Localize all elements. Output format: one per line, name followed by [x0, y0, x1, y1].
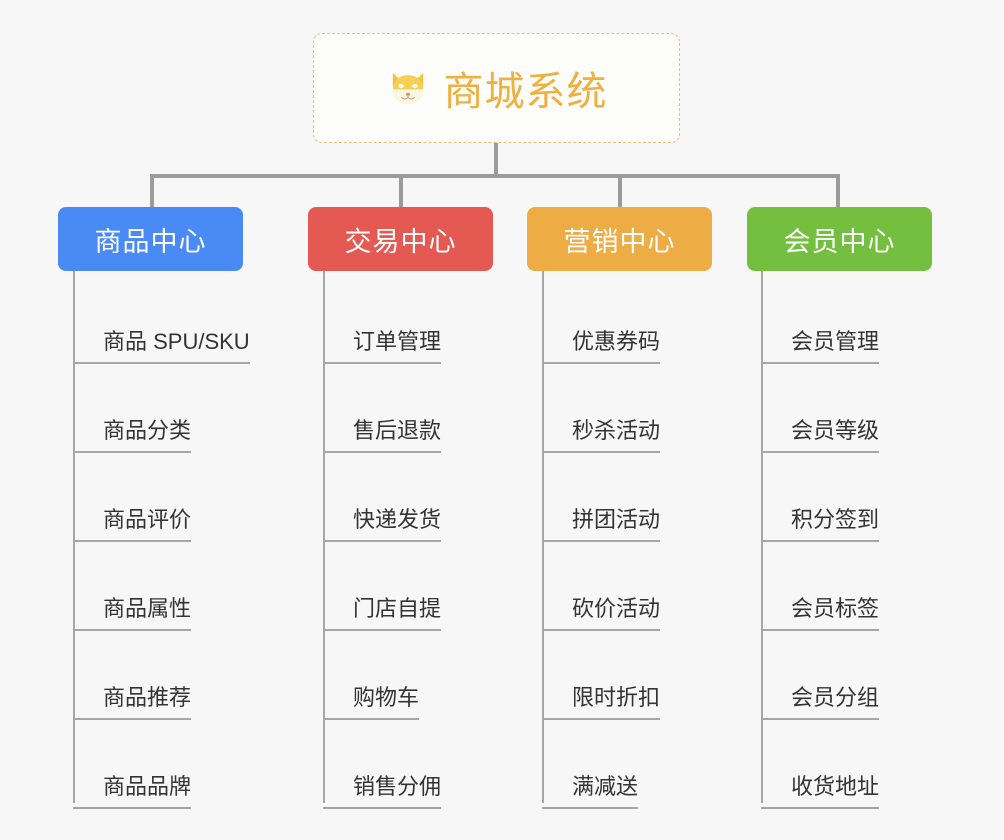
leaf-item[interactable]: 购物车	[323, 680, 420, 720]
category-box-4[interactable]: 会员中心	[747, 207, 932, 271]
leaf-item[interactable]: 商品分类	[73, 413, 192, 453]
category-label-2: 交易中心	[344, 226, 457, 257]
leaf-item[interactable]: 会员分组	[761, 680, 880, 720]
shiba-inu-face-icon	[386, 66, 430, 110]
leaf-item[interactable]: 优惠券码	[542, 324, 661, 364]
leaf-item[interactable]: 限时折扣	[542, 680, 661, 720]
leaf-item[interactable]: 快递发货	[323, 502, 442, 542]
leaf-item[interactable]: 会员等级	[761, 413, 880, 453]
category-box-1[interactable]: 商品中心	[58, 207, 243, 271]
leaf-item[interactable]: 商品品牌	[73, 769, 192, 809]
connector-drop-2	[399, 174, 403, 207]
category-box-2[interactable]: 交易中心	[308, 207, 493, 271]
leaf-item[interactable]: 会员标签	[761, 591, 880, 631]
leaf-spine-3	[542, 271, 544, 803]
leaf-item[interactable]: 商品推荐	[73, 680, 192, 720]
leaf-item[interactable]: 售后退款	[323, 413, 442, 453]
leaf-item[interactable]: 拼团活动	[542, 502, 661, 542]
leaf-item[interactable]: 秒杀活动	[542, 413, 661, 453]
leaf-spine-4	[761, 271, 763, 803]
leaf-item[interactable]: 收货地址	[761, 769, 880, 809]
leaf-item[interactable]: 会员管理	[761, 324, 880, 364]
leaf-item[interactable]: 积分签到	[761, 502, 880, 542]
root-node[interactable]: 商城系统	[313, 33, 680, 143]
connector-drop-3	[618, 174, 622, 207]
leaf-item[interactable]: 商品评价	[73, 502, 192, 542]
root-title: 商城系统	[443, 70, 608, 114]
leaf-item[interactable]: 订单管理	[323, 324, 442, 364]
connector-root-stem	[494, 143, 498, 177]
category-label-4: 会员中心	[783, 226, 896, 257]
leaf-spine-2	[323, 271, 325, 803]
leaf-spine-1	[73, 271, 75, 803]
leaf-item[interactable]: 满减送	[542, 769, 639, 809]
leaf-item[interactable]: 商品 SPU/SKU	[73, 324, 250, 364]
connector-drop-4	[836, 174, 840, 207]
category-label-3: 营销中心	[563, 226, 676, 257]
connector-horizontal-bus	[150, 174, 840, 178]
leaf-item[interactable]: 砍价活动	[542, 591, 661, 631]
leaf-item[interactable]: 商品属性	[73, 591, 192, 631]
leaf-item[interactable]: 销售分佣	[323, 769, 442, 809]
leaf-item[interactable]: 门店自提	[323, 591, 442, 631]
connector-drop-1	[150, 174, 154, 207]
category-box-3[interactable]: 营销中心	[527, 207, 712, 271]
category-label-1: 商品中心	[94, 226, 207, 257]
